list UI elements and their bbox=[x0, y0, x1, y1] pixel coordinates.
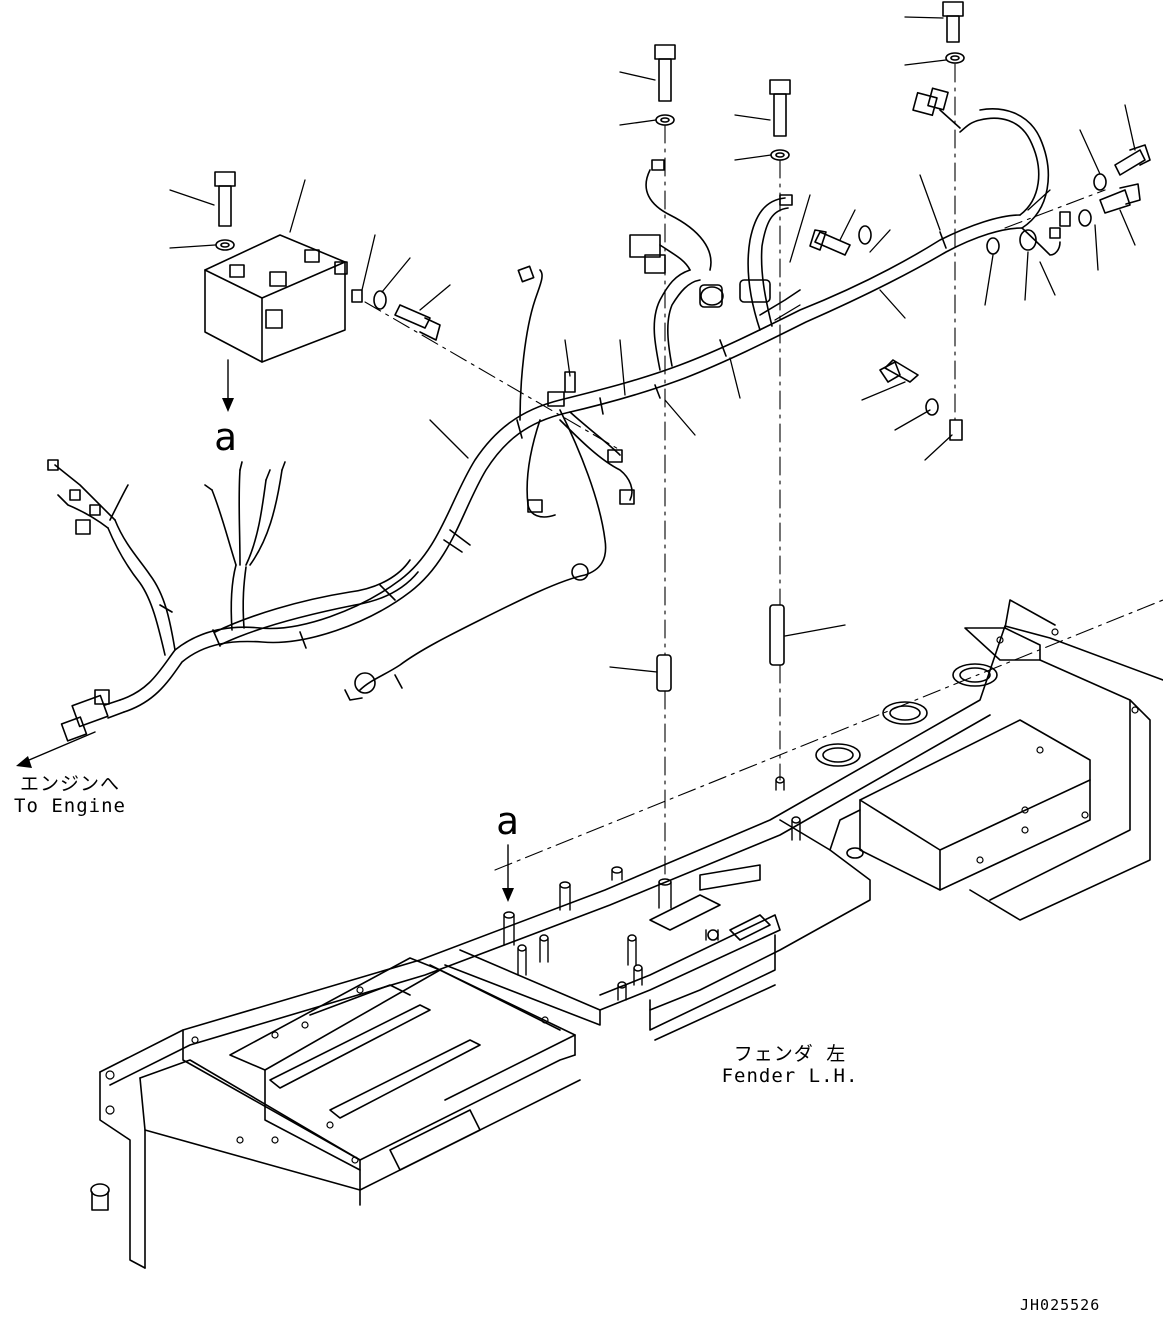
fasteners bbox=[214, 1, 1151, 692]
leader-lines bbox=[169, 16, 1136, 673]
drawing-id: JH025526 bbox=[1020, 1296, 1101, 1314]
main-harness bbox=[47, 87, 1061, 742]
view-label-upper: a bbox=[214, 415, 238, 459]
arrow-heads bbox=[16, 398, 514, 902]
engine-label-jp: エンジンへ bbox=[19, 773, 120, 795]
fender-label-jp: フェンダ 左 bbox=[733, 1043, 847, 1065]
frame-rivets bbox=[105, 628, 1139, 1164]
alignment-lines bbox=[364, 63, 1163, 881]
battery-box bbox=[204, 234, 348, 363]
fender-label: フェンダ 左 Fender L.H. bbox=[715, 1043, 865, 1087]
frame-studs bbox=[503, 776, 801, 1001]
view-label-lower: a bbox=[496, 799, 520, 843]
engine-label-en: To Engine bbox=[14, 795, 126, 817]
arrows bbox=[21, 359, 509, 896]
engine-label: エンジンへ To Engine bbox=[10, 773, 130, 817]
fender-label-en: Fender L.H. bbox=[721, 1065, 859, 1087]
fender-frame bbox=[90, 599, 1163, 1269]
